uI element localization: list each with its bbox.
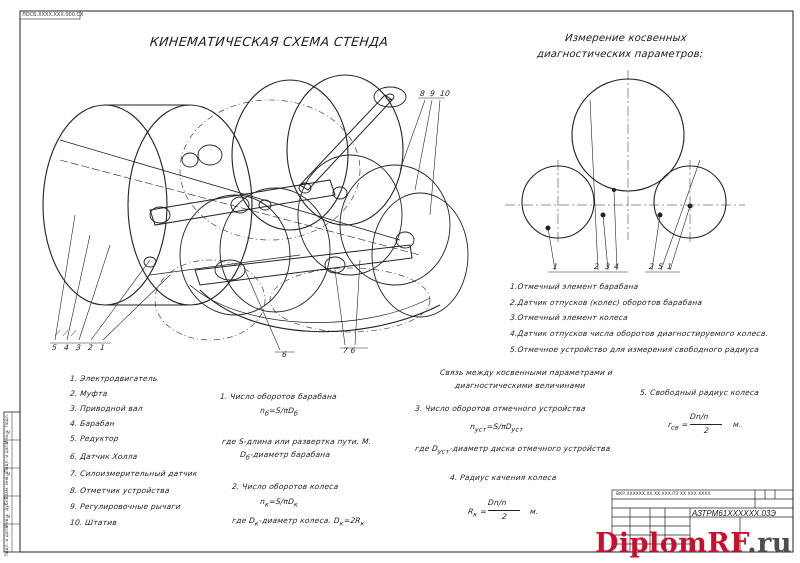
side-stamp-4: Инв.№ дубл. bbox=[5, 498, 10, 528]
measurement-item-4: 4.Датчик отпусков числа оборотов диагнос… bbox=[509, 329, 769, 338]
f5-denominator: 2 bbox=[703, 426, 710, 435]
f2-note: где Dк-диаметр колеса. Dк=2Rк bbox=[231, 516, 365, 528]
label-9: 9 bbox=[429, 89, 436, 98]
f4-denominator: 2 bbox=[501, 512, 508, 521]
rlabel-2b: 2 bbox=[648, 262, 655, 271]
f2-formula: nк=S/πDк bbox=[259, 497, 299, 509]
measurement-scheme bbox=[505, 70, 745, 273]
component-item-6: 6. Датчик Холла bbox=[69, 452, 138, 461]
f1-note-b: Dб-диаметр барабана bbox=[239, 450, 331, 462]
right-title-line1: Измерение косвенных bbox=[564, 33, 688, 44]
component-item-7: 7. Силоизмерительный датчик bbox=[69, 469, 198, 478]
measurement-item-5: 5.Отмечное устройство для измерения своб… bbox=[509, 345, 760, 354]
sheet-frame bbox=[19, 10, 794, 553]
label-2: 2 bbox=[87, 343, 94, 352]
rlabel-1a: 1 bbox=[552, 262, 559, 271]
right-title-line2: диагностических параметров: bbox=[536, 49, 704, 60]
side-stamp-1: Инв.№ подл. bbox=[5, 414, 10, 444]
f5-lhs: rсв = bbox=[667, 420, 689, 432]
f4-fraction-bar bbox=[488, 510, 520, 511]
component-item-10: 10. Штатив bbox=[69, 518, 118, 527]
component-item-3: 3. Приводной вал bbox=[69, 404, 144, 413]
f1-note-a: где S-длина или развертка пути, М. bbox=[221, 437, 372, 446]
corner-code-box bbox=[19, 10, 81, 20]
label-4: 4 bbox=[63, 343, 70, 352]
titleblock-header: ВКР.ХХХХХХ.ХХ.ХХ.ХХХ.ПЗ ХХ ХХХ ХХХХ bbox=[616, 492, 711, 497]
component-item-5: 5. Редуктор bbox=[69, 434, 120, 443]
f1-title: 1. Число оборотов барабана bbox=[219, 392, 338, 401]
f5-numerator: Dn/n bbox=[689, 412, 710, 421]
main-title: КИНЕМАТИЧЕСКАЯ СХЕМА СТЕНДА bbox=[149, 34, 390, 49]
side-stamp-2: Подп. и дата bbox=[5, 442, 10, 473]
f3-title: 3. Число оборотов отмечного устройства bbox=[414, 404, 587, 413]
rlabel-3: 3 bbox=[604, 262, 611, 271]
component-item-9: 9. Регулировочные рычаги bbox=[69, 502, 182, 511]
corner-code: ЛОСБ.ХХХХ.ХХХ.000.СХ bbox=[22, 12, 84, 18]
component-item-4: 4. Барабан bbox=[69, 419, 116, 428]
rlabel-4: 4 bbox=[613, 262, 620, 271]
relation-line1: Связь между косвенными параметрами и bbox=[439, 368, 614, 377]
f5-title: 5. Свободный радиус колеса bbox=[639, 388, 760, 397]
f5-unit: м. bbox=[732, 420, 742, 429]
rlabel-5: 5 bbox=[657, 262, 664, 271]
label-6: 6 bbox=[281, 350, 288, 359]
title-block bbox=[611, 489, 794, 553]
relation-line2: диагностическими величинами bbox=[454, 381, 586, 390]
f5-fraction-bar bbox=[690, 424, 722, 425]
measurement-item-2: 2.Датчик отпусков (колес) оборотов бараб… bbox=[509, 298, 703, 307]
label-5: 5 bbox=[51, 343, 58, 352]
label-1: 1 bbox=[99, 343, 106, 352]
component-item-8: 8. Отметчик устройства bbox=[69, 486, 171, 495]
f4-numerator: Dn/n bbox=[487, 498, 508, 507]
f4-lhs: Rк = bbox=[467, 507, 488, 519]
label-10: 10 bbox=[439, 89, 451, 98]
rlabel-1b: 1 bbox=[666, 262, 673, 271]
component-item-2: 2. Муфта bbox=[69, 389, 108, 398]
measurement-item-3: 3.Отмечный элемент колеса bbox=[509, 313, 629, 322]
label-3: 3 bbox=[75, 343, 82, 352]
side-stamp-5: Подп. и дата bbox=[5, 526, 10, 557]
f4-unit: м. bbox=[529, 507, 539, 516]
measurement-item-1: 1.Отмечный элемент барабана bbox=[509, 282, 639, 291]
side-stamp-3: Взам. инв.№ bbox=[5, 470, 10, 500]
watermark-logo: DiplomRF.ru bbox=[594, 528, 792, 559]
f2-title: 2. Число оборотов колеса bbox=[231, 482, 339, 491]
rlabel-2a: 2 bbox=[593, 262, 600, 271]
component-item-1: 1. Электродвигатель bbox=[69, 374, 158, 383]
f3-formula: nуст=S/πDуст bbox=[469, 422, 524, 434]
titleblock-doc-code: АЗТРМ61ХХХХХХ.03Э bbox=[692, 509, 776, 518]
f1-formula: nб=S/πDб bbox=[259, 406, 299, 418]
label-7-6: 7 6 bbox=[342, 346, 357, 355]
label-8: 8 bbox=[419, 89, 426, 98]
f4-title: 4. Радиус качения колеса bbox=[449, 473, 558, 482]
f3-note: где Dуст-диаметр диска отмечного устройс… bbox=[414, 444, 611, 456]
kinematic-scheme bbox=[42, 74, 469, 353]
